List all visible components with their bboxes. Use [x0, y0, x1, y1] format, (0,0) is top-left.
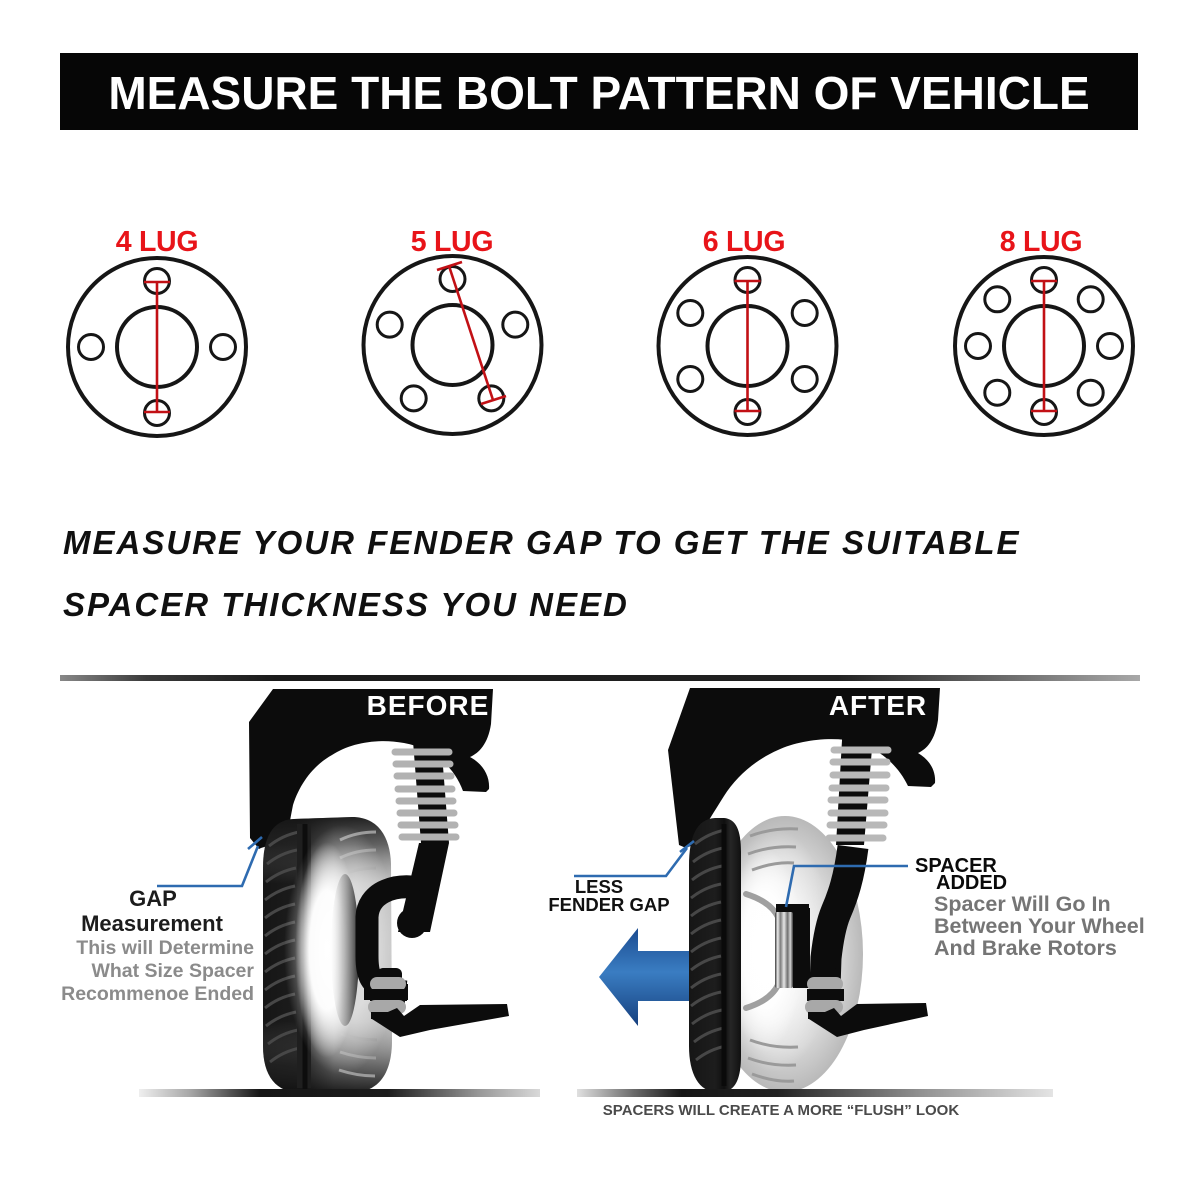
svg-text:What Size Spacer: What Size Spacer: [91, 960, 254, 982]
svg-text:LESS: LESS: [575, 876, 623, 897]
svg-text:8 LUG: 8 LUG: [1000, 226, 1082, 258]
svg-text:Between Your Wheel: Between Your Wheel: [934, 914, 1145, 938]
svg-text:Spacer Will Go In: Spacer Will Go In: [934, 892, 1111, 916]
svg-text:Measurement: Measurement: [81, 911, 224, 936]
svg-text:SPACER: SPACER: [915, 855, 997, 877]
svg-text:SPACERS WILL CREATE A MORE “FL: SPACERS WILL CREATE A MORE “FLUSH” LOOK: [603, 1102, 960, 1119]
svg-text:ADDED: ADDED: [936, 872, 1007, 894]
svg-text:Recommenoe Ended: Recommenoe Ended: [61, 983, 254, 1005]
svg-text:MEASURE THE BOLT PATTERN OF VE: MEASURE THE BOLT PATTERN OF VEHICLE: [108, 67, 1089, 119]
svg-text:6 LUG: 6 LUG: [703, 226, 785, 258]
svg-text:This will Determine: This will Determine: [76, 937, 254, 959]
svg-text:GAP: GAP: [129, 886, 177, 911]
svg-text:MEASURE YOUR FENDER GAP TO GET: MEASURE YOUR FENDER GAP TO GET THE SUITA…: [63, 524, 1021, 561]
svg-text:BEFORE: BEFORE: [367, 690, 490, 721]
svg-text:FENDER GAP: FENDER GAP: [548, 894, 669, 915]
svg-text:SPACER THICKNESS YOU NEED: SPACER THICKNESS YOU NEED: [63, 586, 629, 623]
svg-text:AFTER: AFTER: [829, 690, 927, 721]
svg-text:And Brake Rotors: And Brake Rotors: [934, 936, 1117, 960]
svg-text:5 LUG: 5 LUG: [411, 226, 493, 258]
svg-text:4 LUG: 4 LUG: [116, 226, 198, 258]
